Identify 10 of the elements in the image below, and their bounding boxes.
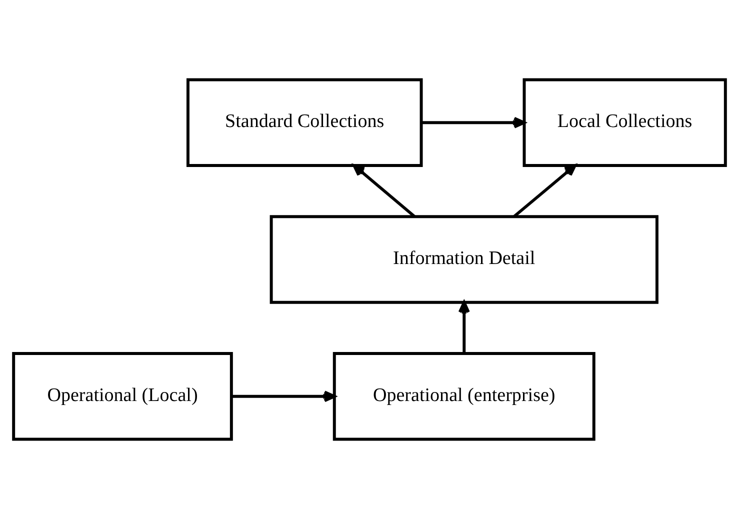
node-box: Operational (Local) — [12, 352, 233, 441]
arrow — [513, 164, 576, 218]
node-box: Local Collections — [522, 78, 727, 167]
node-box: Standard Collections — [186, 78, 423, 167]
arrow — [232, 390, 336, 402]
node-box: Information Detail — [270, 215, 658, 304]
arrow — [422, 116, 526, 128]
node-box: Operational (enterprise) — [332, 352, 596, 441]
arrow — [458, 301, 470, 354]
arrow — [352, 164, 416, 218]
